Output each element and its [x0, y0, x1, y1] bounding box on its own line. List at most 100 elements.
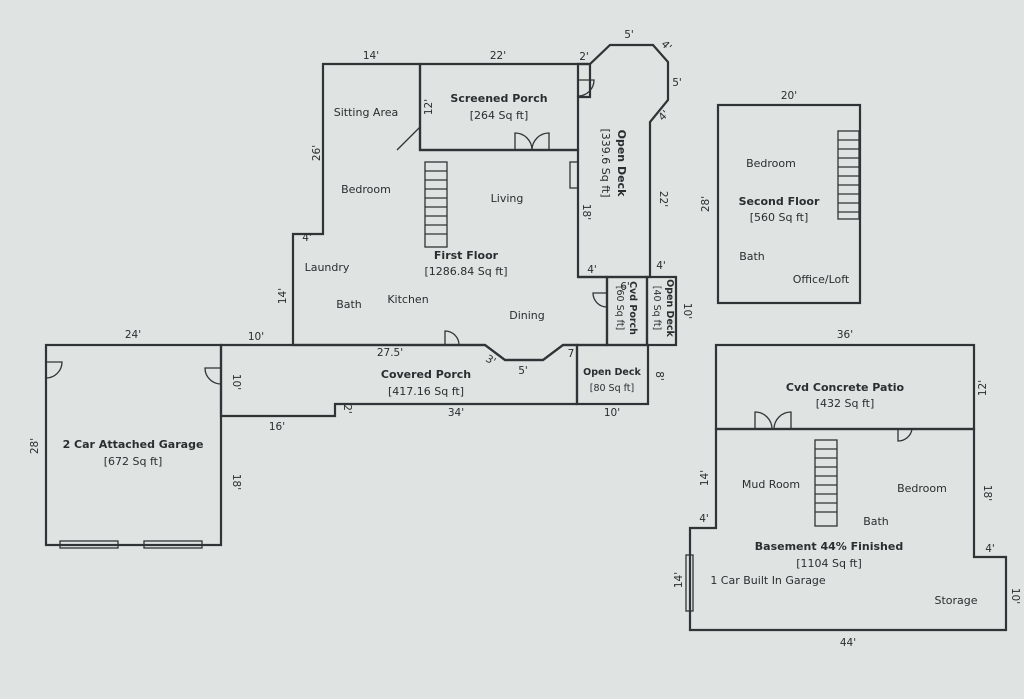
basement-bedroom: Bedroom	[897, 482, 947, 495]
cvd-porch-name: Cvd Porch	[627, 281, 638, 335]
basement-bath: Bath	[863, 515, 889, 528]
covered-porch-area: [417.16 Sq ft]	[388, 385, 464, 398]
dimension-label: 2'	[341, 404, 353, 414]
dimension-label: 10'	[681, 303, 693, 319]
second-floor-area: [560 Sq ft]	[750, 211, 809, 224]
basement-stairs-icon	[814, 439, 838, 527]
porch-garage-door-icon	[204, 367, 222, 385]
dimension-label: 14'	[363, 50, 379, 62]
bedroom-patio-door-icon	[897, 428, 913, 442]
first-floor-stairs-icon	[424, 161, 448, 248]
cvd-porch-area: [60 Sq ft]	[614, 286, 625, 331]
dimension-label: 12'	[977, 380, 989, 396]
dimension-label: 5'	[518, 365, 528, 377]
garage-outline	[44, 343, 223, 547]
dimension-label: 12'	[423, 99, 435, 115]
dimension-label: 18'	[580, 204, 592, 220]
basement-garage: 1 Car Built In Garage	[710, 574, 826, 587]
open-deck-side-name: Open Deck	[615, 130, 628, 197]
dimension-label: 14'	[699, 470, 711, 486]
dimension-label: 6'	[620, 281, 630, 293]
basement-name: Basement 44% Finished	[755, 540, 903, 553]
second-floor-name: Second Floor	[739, 195, 820, 208]
dimension-label: 27.5'	[377, 347, 403, 359]
screened-porch-outline	[418, 62, 592, 152]
dimension-label: 26'	[311, 145, 323, 161]
patio-door-icon	[754, 411, 792, 430]
room-laundry: Laundry	[305, 261, 350, 274]
garage-name: 2 Car Attached Garage	[63, 438, 204, 451]
second-floor-bath: Bath	[739, 250, 765, 263]
second-floor-walls	[716, 103, 862, 305]
basement-outline	[688, 427, 1008, 632]
room-dining: Dining	[509, 309, 545, 322]
second-floor-bedroom: Bedroom	[746, 157, 796, 170]
open-deck-small-name: Open Deck	[664, 279, 675, 337]
dimension-label: 24'	[125, 329, 141, 341]
deck-door-icon	[577, 79, 595, 97]
dimension-label: 3'	[483, 353, 497, 368]
dimension-label: 5'	[672, 77, 682, 89]
main-house-walls	[44, 43, 678, 547]
garage-door-panels	[59, 540, 203, 549]
room-kitchen: Kitchen	[387, 293, 428, 306]
dimension-label: 4'	[302, 232, 312, 244]
screened-porch-name: Screened Porch	[450, 92, 547, 105]
dimension-label: 8'	[653, 371, 665, 381]
patio-name: Cvd Concrete Patio	[786, 381, 905, 394]
patio-area: [432 Sq ft]	[816, 397, 875, 410]
open-deck-side-area: [339.6 Sq ft]	[599, 128, 612, 197]
dimension-label: 4'	[699, 513, 709, 525]
sitting-area-wall	[396, 126, 421, 151]
open-deck-small-area: [40 Sq ft]	[651, 286, 662, 331]
first-floor-area: [1286.84 Sq ft]	[424, 265, 507, 278]
basement-storage: Storage	[934, 594, 977, 607]
dining-door-icon	[444, 330, 460, 346]
dimension-label: 5'	[624, 29, 634, 41]
dimension-label: 36'	[837, 329, 853, 341]
dimension-label: 4'	[985, 543, 995, 555]
dimension-label: 4'	[587, 264, 597, 276]
dimension-label: 18'	[230, 474, 242, 490]
open-deck-small-outline	[645, 275, 678, 347]
dimension-label: 10'	[1009, 588, 1021, 604]
second-floor-stairs-icon	[837, 130, 860, 220]
room-bedroom: Bedroom	[341, 183, 391, 196]
dimension-label: 2'	[579, 51, 589, 63]
cvd-porch-door-icon	[592, 292, 608, 308]
dimension-label: 14'	[673, 572, 685, 588]
room-living: Living	[491, 192, 524, 205]
basement-garage-door	[685, 554, 694, 612]
deck-window	[569, 161, 579, 189]
basement-mud-room: Mud Room	[742, 478, 800, 491]
dimension-label: 20'	[781, 90, 797, 102]
open-deck-front-area: [80 Sq ft]	[590, 383, 635, 394]
porch-door-icon	[514, 132, 550, 151]
garage-door-icon	[45, 361, 63, 379]
dimension-label: 10'	[248, 331, 264, 343]
main-house-dimensions: 14' 22' 2' 5' 4' 5' 4' 12' 26' 4' 14' 18…	[29, 29, 693, 490]
second-floor-outline	[716, 103, 862, 305]
basement-walls	[685, 343, 1008, 632]
room-sitting-area: Sitting Area	[334, 106, 399, 119]
open-deck-front-outline	[575, 343, 650, 406]
screened-porch-area: [264 Sq ft]	[470, 109, 529, 122]
second-floor-labels: 20' 28' Bedroom Second Floor [560 Sq ft]…	[700, 90, 850, 286]
dimension-label: 4'	[658, 38, 673, 53]
dimension-label: 7	[568, 348, 575, 360]
first-floor-name: First Floor	[434, 249, 499, 262]
dimension-label: 14'	[277, 288, 289, 304]
dimension-label: 10'	[230, 374, 242, 390]
dimension-label: 28'	[700, 196, 712, 212]
room-bath: Bath	[336, 298, 362, 311]
dimension-label: 28'	[29, 438, 41, 454]
open-deck-side-outline	[576, 43, 670, 279]
dimension-label: 16'	[269, 421, 285, 433]
dimension-label: 4'	[656, 260, 666, 272]
dimension-label: 44'	[840, 637, 856, 649]
open-deck-front-name: Open Deck	[583, 367, 641, 378]
second-floor-office: Office/Loft	[793, 273, 850, 286]
dimension-label: 22'	[490, 50, 506, 62]
basement-area: [1104 Sq ft]	[796, 557, 862, 570]
